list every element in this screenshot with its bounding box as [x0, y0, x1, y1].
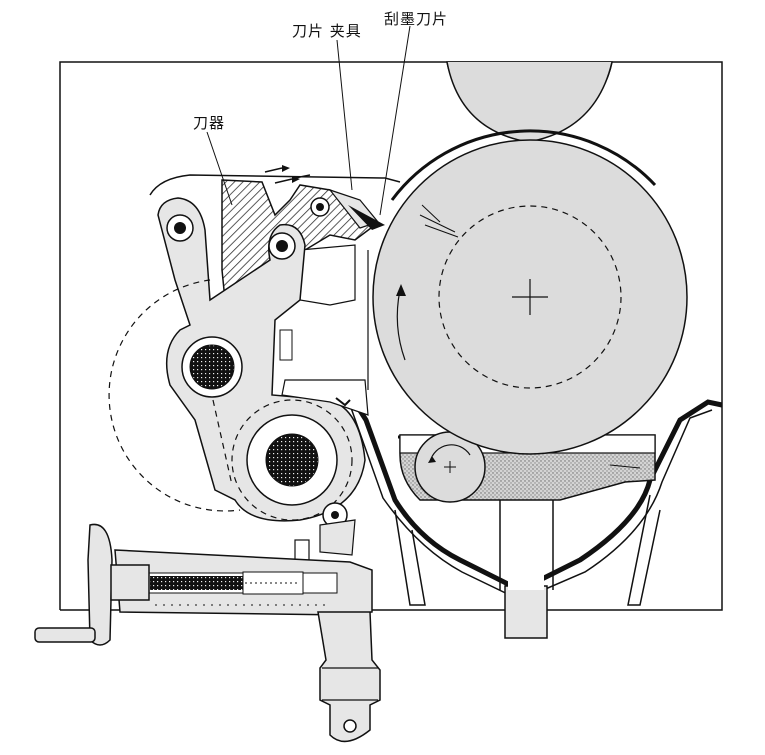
leader-lines	[206, 25, 411, 216]
swing-arm	[108, 197, 369, 556]
doctor-blade-label: 刮墨刀片	[384, 10, 449, 28]
air-cylinder	[317, 611, 381, 743]
blade-clamp-label: 刀片 夹具	[292, 22, 362, 40]
adjustment-screw	[34, 523, 373, 646]
blade-holder-label: 刀器	[193, 114, 226, 132]
impression-roller	[446, 61, 613, 143]
ink-trough	[349, 396, 723, 639]
fountain-roller	[414, 431, 486, 503]
plate-cylinder	[367, 129, 688, 455]
machine-frame	[59, 61, 723, 611]
